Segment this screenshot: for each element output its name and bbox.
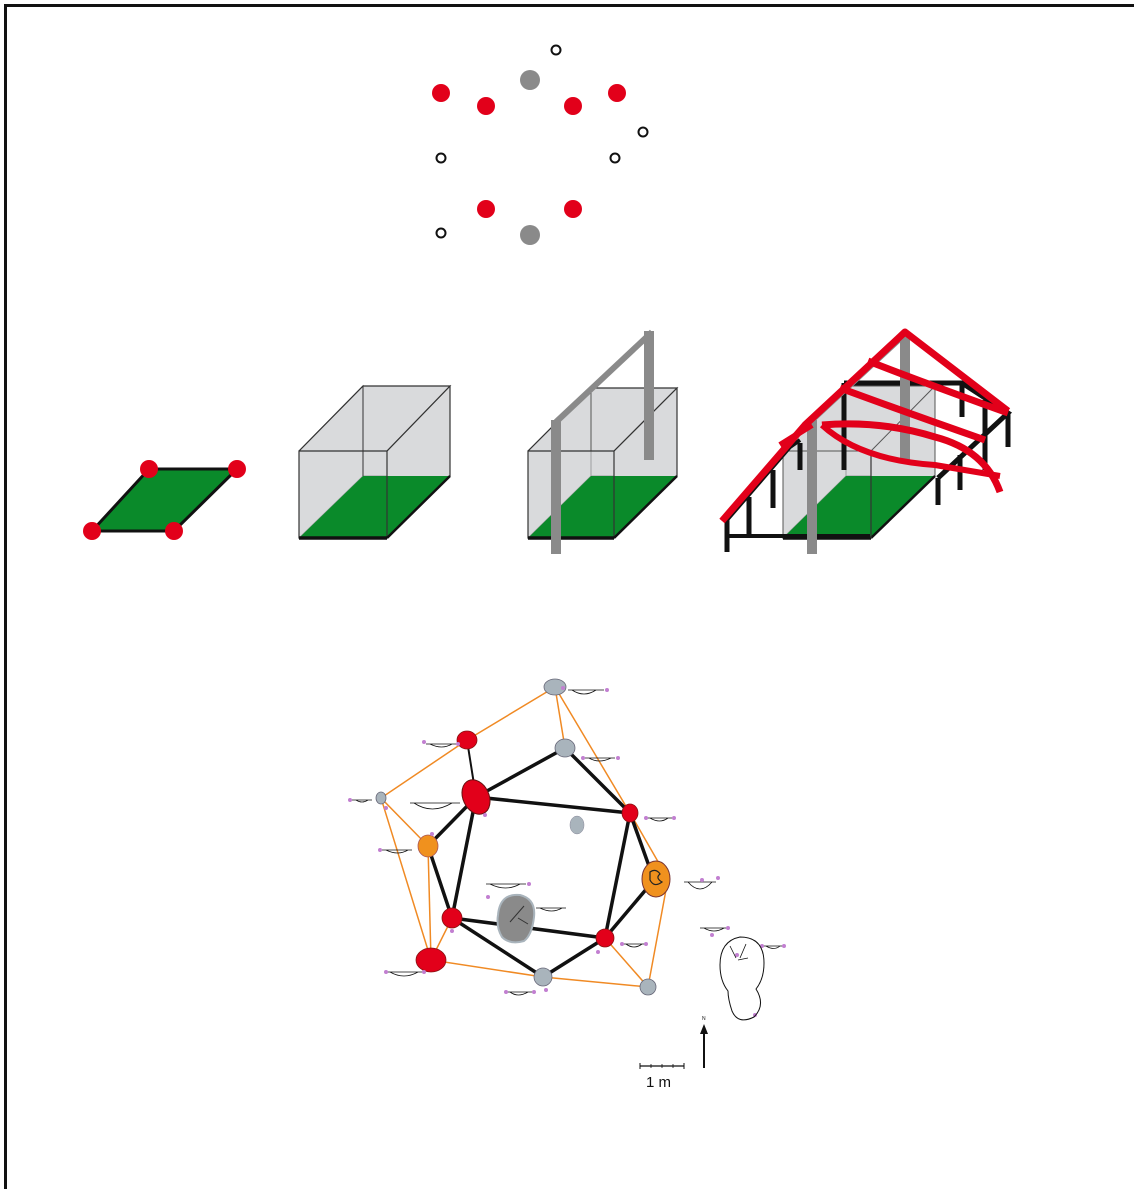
inner-post-line — [450, 796, 478, 919]
post-hole-lightgrey — [543, 678, 567, 696]
floor — [299, 476, 450, 538]
post-open — [550, 44, 562, 56]
post-hole-red — [456, 730, 478, 750]
post-red — [140, 460, 158, 478]
section-profiles — [352, 689, 784, 996]
rafter — [778, 422, 814, 448]
post-hole-orange — [417, 834, 439, 858]
post-hole-lightgrey — [375, 791, 387, 805]
post-grey — [520, 70, 540, 90]
post-hole-detail — [509, 905, 529, 925]
post-hole-red — [595, 928, 615, 948]
post-hole-detail — [649, 869, 664, 886]
floor — [528, 476, 677, 538]
stage-1-floor-posts — [83, 460, 246, 540]
post-hole-red — [441, 907, 463, 929]
post-red — [564, 97, 582, 115]
post-red — [564, 200, 582, 218]
post-grey — [520, 225, 540, 245]
figure-frame — [4, 4, 1134, 1189]
rafter — [838, 384, 987, 444]
post-hole-orange — [641, 860, 671, 898]
outer-post-line — [604, 937, 649, 988]
rafter — [821, 420, 1004, 494]
footprint-detail — [729, 943, 749, 961]
rafter — [866, 357, 1010, 417]
post-red — [477, 97, 495, 115]
inner-post-line — [475, 795, 631, 815]
section-markers — [348, 686, 786, 1017]
post-hole-large-grey — [496, 893, 536, 944]
post-open — [435, 227, 447, 239]
footprint-feature — [719, 936, 765, 1021]
post-red — [477, 200, 495, 218]
post-red — [165, 522, 183, 540]
post-hole-red — [415, 947, 447, 973]
post-open — [609, 152, 621, 164]
north-arrow: N — [700, 1016, 708, 1068]
stage-2-box-frame — [298, 384, 452, 540]
scale-bar: 1 m — [639, 1063, 685, 1091]
outer-post-line — [554, 686, 566, 749]
scale-bar-label: 1 m — [646, 1074, 671, 1091]
post-open — [435, 152, 447, 164]
outer-post-line — [427, 845, 432, 961]
post-hole-lightgrey — [639, 978, 657, 996]
ridge-beam — [553, 329, 655, 425]
floor-edge — [870, 475, 936, 539]
stage-3-ridge-posts — [527, 329, 679, 554]
floor — [783, 476, 935, 538]
post-red — [432, 84, 450, 102]
north-arrow-label: N — [702, 1016, 706, 1022]
rafter — [719, 328, 1011, 524]
post-plan-schematic — [432, 44, 649, 245]
excavation-plan: 1 m N — [348, 678, 786, 1091]
outer-post-line — [380, 797, 429, 847]
post-hole-lightgrey — [554, 738, 576, 758]
post-red — [83, 522, 101, 540]
post-red — [608, 84, 626, 102]
floor-edge — [613, 475, 678, 539]
post-hole-lightgrey — [533, 967, 553, 987]
post-hole-red — [461, 779, 491, 815]
rafter — [819, 422, 1001, 479]
post-hole-lightgrey — [569, 815, 585, 835]
floor-edge — [386, 475, 451, 539]
frame-edge — [298, 385, 452, 538]
post-red — [228, 460, 246, 478]
inner-post-line — [603, 812, 632, 939]
floor — [88, 467, 241, 533]
stage-4-house-frame — [719, 328, 1013, 554]
post-open — [637, 126, 649, 138]
post-hole-red — [621, 803, 639, 823]
